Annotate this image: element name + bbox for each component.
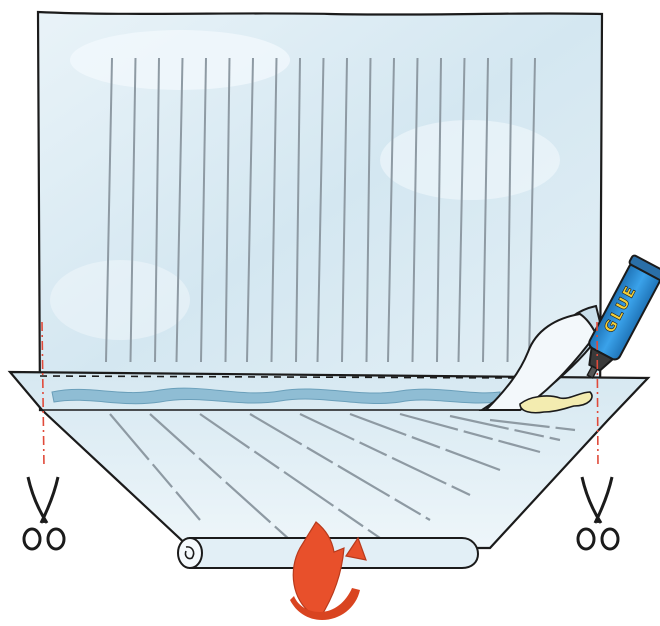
- scissors-icon-left: [24, 477, 64, 549]
- scissors-icon-right: [578, 477, 618, 549]
